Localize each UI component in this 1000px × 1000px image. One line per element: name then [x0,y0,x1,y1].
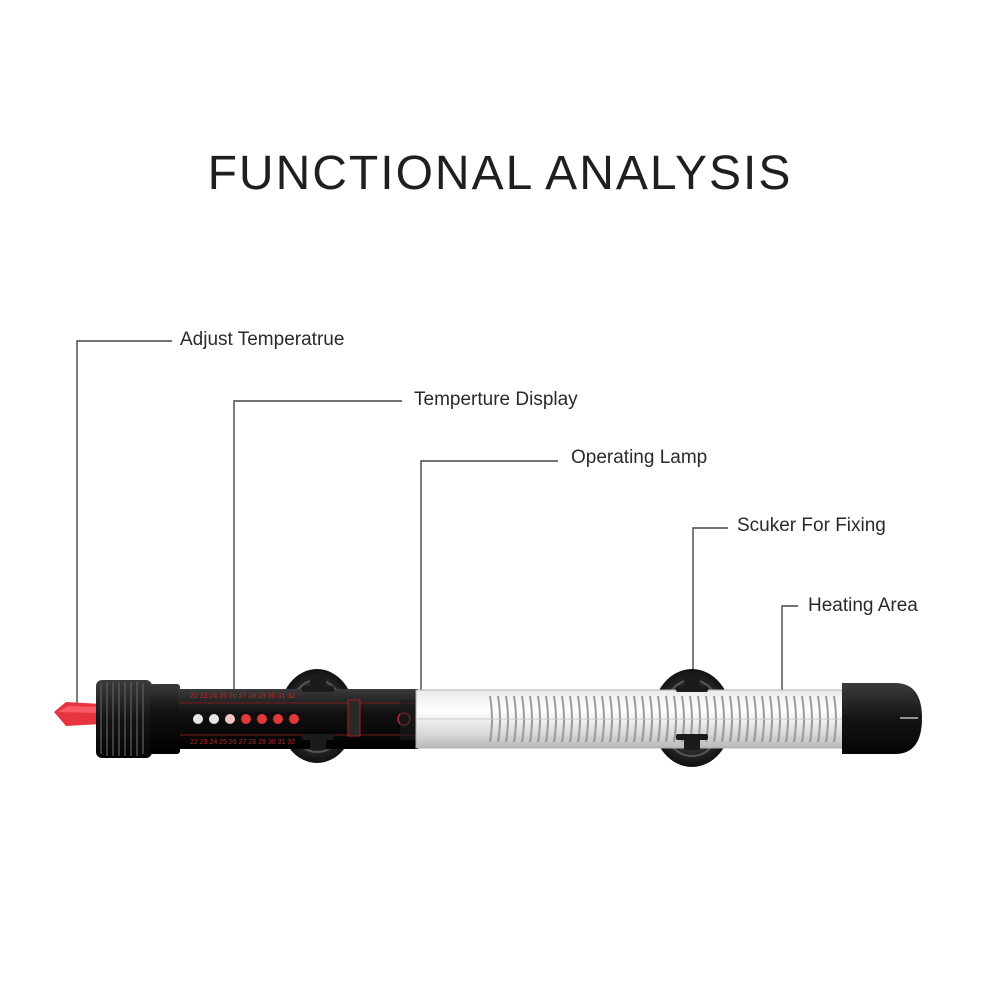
temperature-display-dots [193,714,299,724]
label-sucker-for-fixing: Scuker For Fixing [737,515,886,536]
label-heating-area: Heating Area [808,595,918,616]
sucker-clip-right [676,676,708,750]
diagram-title: FUNCTIONAL ANALYSIS [207,147,793,200]
label-temperature-display: Temperture Display [414,389,578,410]
leader-line-temperature-display [233,400,402,712]
leader-line-adjust-temperature [76,340,172,712]
leader-line-sucker [692,527,728,690]
end-cap [842,683,922,754]
svg-text:22 23 24 25 26 27 28 29 30 31: 22 23 24 25 26 27 28 29 30 31 32 [190,693,295,700]
heating-area [415,689,849,749]
adjust-knob [54,702,102,726]
operating-lamp [347,699,420,740]
leader-lines [76,340,798,712]
label-operating-lamp: Operating Lamp [571,447,708,468]
top-cap [96,680,180,758]
sucker-clip-left [302,676,334,750]
label-adjust-temperature: Adjust Temperatrue [180,329,345,350]
leader-line-heating-area [781,605,798,690]
leader-line-operating-lamp [420,460,558,712]
svg-text:22 23 24 25 26 27 28 29 30 31: 22 23 24 25 26 27 28 29 30 31 32 [190,739,295,746]
